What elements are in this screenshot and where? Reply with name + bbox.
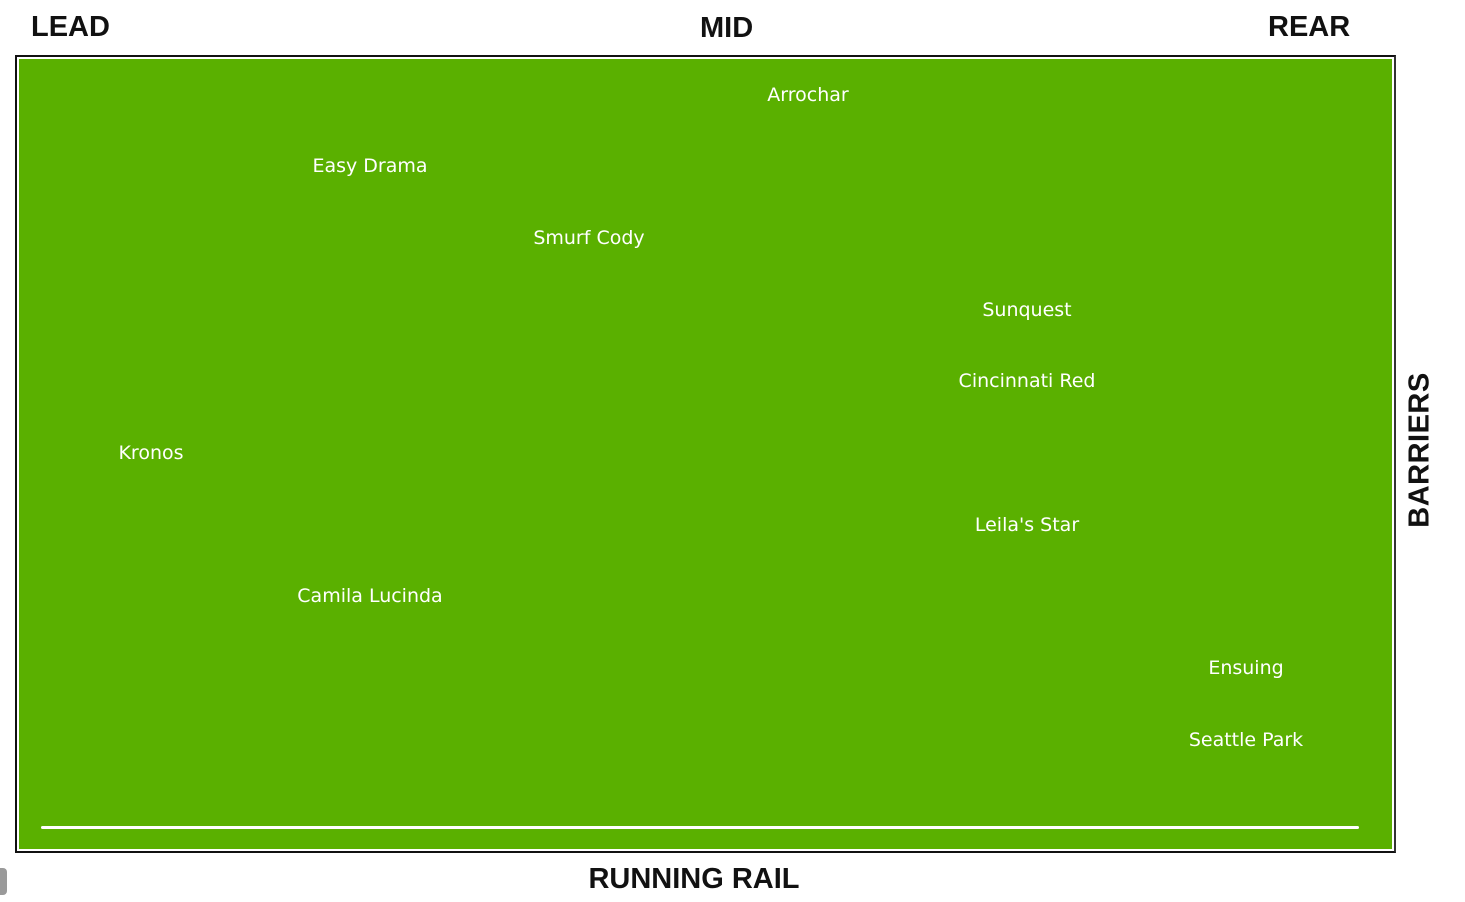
runner-label-camila-lucinda: Camila Lucinda	[297, 585, 443, 607]
runner-label-ensuing: Ensuing	[1208, 657, 1284, 679]
running-rail-label: RUNNING RAIL	[588, 863, 800, 895]
runner-label-cincinnati-red: Cincinnati Red	[958, 370, 1096, 392]
running-rail-line	[41, 826, 1359, 829]
runner-label-sunquest: Sunquest	[982, 299, 1072, 321]
mid-label: MID	[700, 12, 754, 44]
runner-label-leilas-star: Leila's Star	[974, 514, 1080, 536]
runner-label-kronos: Kronos	[118, 442, 184, 464]
runner-label-seattle-park: Seattle Park	[1188, 729, 1304, 751]
runner-label-easy-drama: Easy Drama	[312, 155, 428, 177]
runner-label-smurf-cody: Smurf Cody	[533, 227, 645, 249]
barriers-label: BARRIERS	[1403, 372, 1436, 528]
speed-map-field: Arrochar Easy Drama Smurf Cody Sunquest …	[15, 55, 1396, 853]
rear-label: REAR	[1268, 11, 1351, 43]
lead-label: LEAD	[31, 11, 110, 43]
runner-label-arrochar: Arrochar	[767, 84, 849, 106]
scrollbar-handle[interactable]	[0, 868, 7, 895]
